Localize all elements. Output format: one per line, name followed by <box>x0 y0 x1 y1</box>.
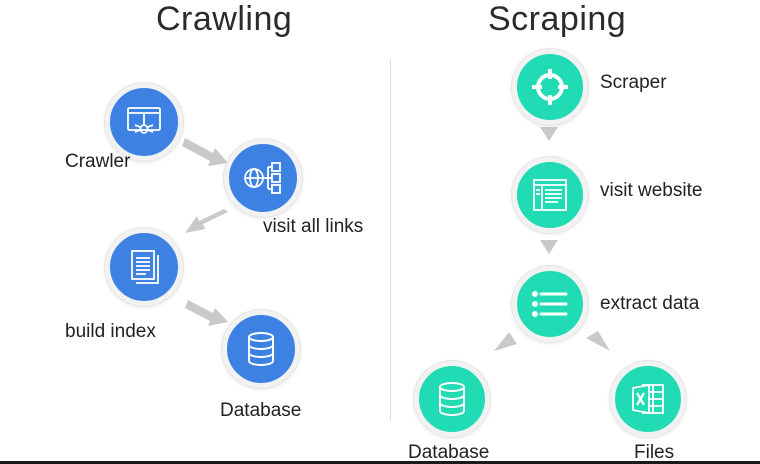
scraping-title: Scraping <box>488 0 627 38</box>
crawl-database-label: Database <box>220 400 302 421</box>
build-index-label: build index <box>65 321 156 342</box>
scrape-database-label: Database <box>408 442 490 463</box>
crawl-database-node <box>222 310 300 388</box>
section-divider <box>390 60 391 420</box>
visit-website-label: visit website <box>600 180 703 201</box>
scrape-database-node <box>414 361 490 437</box>
arrow-links-to-index <box>185 209 228 233</box>
crawler-label: Crawler <box>65 151 131 172</box>
scraper-node <box>512 49 588 125</box>
arrow-index-to-database <box>185 300 228 326</box>
visit-links-node <box>224 139 302 217</box>
scraping-arrows <box>494 127 610 351</box>
crawler-node <box>105 83 183 161</box>
database-icon <box>244 330 278 368</box>
list-icon <box>529 286 571 322</box>
globe-sitemap-icon <box>241 158 285 198</box>
document-stack-icon <box>126 247 162 287</box>
visit-website-node <box>512 157 588 233</box>
arrow-crawler-to-links <box>182 138 228 166</box>
browser-window-icon <box>530 175 570 215</box>
bottom-border <box>0 461 760 464</box>
arrow-website-to-extract <box>540 240 558 254</box>
extract-data-label: extract data <box>600 293 700 314</box>
arrow-extract-to-files <box>586 331 610 351</box>
crawling-arrows <box>182 138 228 326</box>
files-label: Files <box>634 442 675 463</box>
database-icon <box>435 380 469 418</box>
scraper-label: Scraper <box>600 72 667 93</box>
arrow-scraper-to-website <box>540 127 558 141</box>
excel-file-icon <box>629 379 667 419</box>
visit-links-label: visit all links <box>263 216 364 237</box>
files-node <box>610 361 686 437</box>
extract-data-node <box>512 266 588 342</box>
spider-window-icon <box>124 102 164 142</box>
crawling-title: Crawling <box>156 0 293 38</box>
arrow-extract-to-database <box>494 332 517 351</box>
crosshair-icon <box>529 66 571 108</box>
build-index-node <box>105 228 183 306</box>
